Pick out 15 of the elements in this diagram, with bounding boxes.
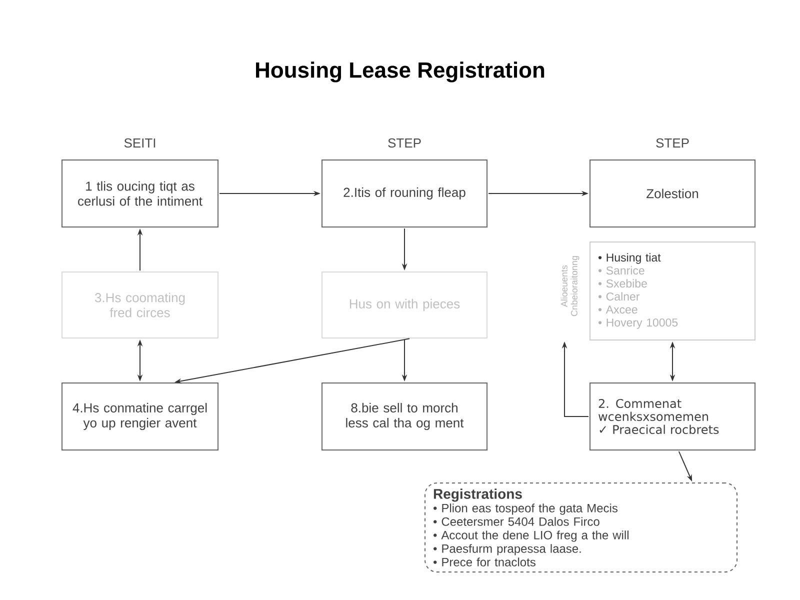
process-box: 2. Commenat wcenksxsomemen ✓ Praecical rocbrets	[590, 382, 756, 450]
process-box: 4.Hs conmatine carrgel yo up rengier avent	[62, 382, 218, 450]
step-label: STEP	[656, 138, 689, 148]
process-box: Zolestion	[590, 160, 756, 228]
note-box: Registrations • Plion eas tospeof the gata Mecis • Ceetersmer 5404 Dalos Firco • Accout the dene LIO freg a the will • Paesfurm prapessa laase. • Prece for tnaclots	[424, 482, 738, 572]
process-box: 1 tlis oucing tiqt as cerlusi of the intiment	[62, 160, 218, 228]
step-label: STEP	[388, 138, 421, 148]
process-box: 2.Itis of rouning fleap	[322, 160, 488, 228]
process-box: Hus on with pieces	[322, 272, 488, 338]
process-box: 3.Hs coomating fred circes	[62, 272, 218, 338]
title: Housing Lease Registration	[256, 62, 544, 82]
side-label: Alioeuents Cnbeioraitonng	[560, 256, 580, 316]
step-label: SEITI	[124, 138, 156, 148]
list-box: • Husing tiat • Sanrice • Sxebibe • Calner • Axcee • Hovery 10005	[590, 242, 756, 340]
process-box: 8.bie sell to morch less cal tha og ment	[322, 382, 488, 450]
